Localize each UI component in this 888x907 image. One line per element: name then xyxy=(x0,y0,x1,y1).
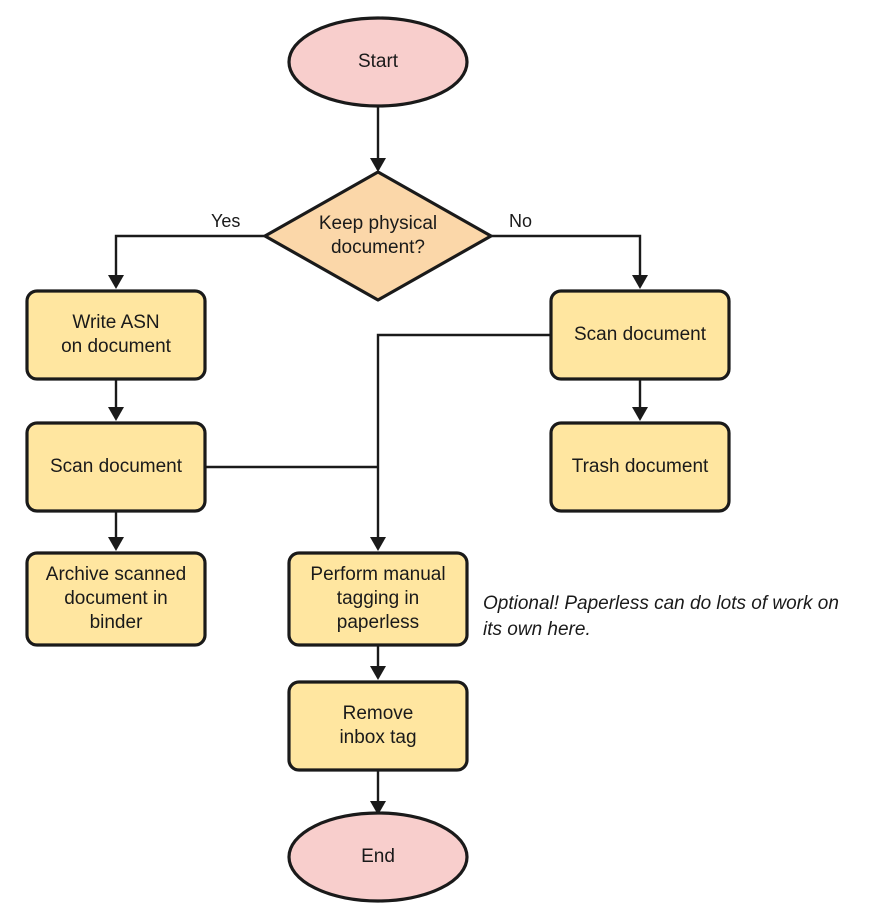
edge-write-asn-to-scan-left xyxy=(108,379,124,421)
annotation-line: its own here. xyxy=(483,619,591,640)
edge-label-yes: Yes xyxy=(211,211,240,231)
process-shape[interactable] xyxy=(549,289,731,381)
node-label: Start xyxy=(358,51,399,72)
node-write-asn[interactable]: Write ASN on document xyxy=(25,289,207,381)
terminator-shape[interactable] xyxy=(287,811,469,903)
node-label-line: End xyxy=(361,846,395,867)
edge-arrowhead xyxy=(370,158,386,172)
annotation-line: Optional! Paperless can do lots of work … xyxy=(483,593,839,614)
node-label: Remove inbox tag xyxy=(339,703,416,748)
node-label-line: Trash document xyxy=(572,456,709,477)
node-label: End xyxy=(361,846,395,867)
node-label: Scan document xyxy=(50,456,183,477)
edge-decision-yes-to-write-asn: Yes xyxy=(108,211,265,289)
edge-decision-no-to-scan-right: No xyxy=(491,211,648,289)
node-label-line: on document xyxy=(61,336,172,357)
node-decision[interactable]: Keep physical document? xyxy=(263,170,493,302)
edge-line xyxy=(114,234,265,285)
node-manual-tagging[interactable]: Perform manual tagging in paperless xyxy=(287,551,469,647)
node-label-line: document? xyxy=(331,237,425,258)
edge-arrowhead xyxy=(632,407,648,421)
node-label: Trash document xyxy=(572,456,709,477)
edge-line xyxy=(376,333,551,547)
node-label: Write ASN on document xyxy=(61,312,172,357)
node-label: Archive scanned document in binder xyxy=(46,564,186,633)
node-archive[interactable]: Archive scanned document in binder xyxy=(25,551,207,647)
process-shape[interactable] xyxy=(287,551,469,647)
process-shape[interactable] xyxy=(549,421,731,513)
terminator-shape[interactable] xyxy=(287,16,469,108)
edge-start-to-decision xyxy=(370,106,386,172)
decision-shape[interactable] xyxy=(263,170,493,302)
node-label-line: Scan document xyxy=(50,456,183,477)
edge-scan-right-to-trash xyxy=(632,379,648,421)
edge-remove-inbox-to-end xyxy=(370,770,386,815)
edges-layer: Yes No xyxy=(108,106,648,815)
edge-arrowhead xyxy=(108,275,124,289)
edge-scan-left-to-archive xyxy=(108,511,124,551)
edge-manual-tagging-to-remove-inbox xyxy=(370,645,386,680)
node-remove-inbox[interactable]: Remove inbox tag xyxy=(287,680,469,772)
process-shape[interactable] xyxy=(287,680,469,772)
node-label-line: Scan document xyxy=(574,324,707,345)
edge-scan-right-to-manual-tagging xyxy=(370,333,551,551)
node-scan-left[interactable]: Scan document xyxy=(25,421,207,513)
node-label-line: Write ASN xyxy=(72,312,159,333)
node-label-line: binder xyxy=(90,612,143,633)
node-label-line: Remove xyxy=(343,703,414,724)
edge-arrowhead xyxy=(370,666,386,680)
edge-label-no: No xyxy=(509,211,532,231)
process-shape[interactable] xyxy=(25,289,207,381)
node-start[interactable]: Start xyxy=(287,16,469,108)
node-label-line: document in xyxy=(64,588,168,609)
node-label-line: tagging in xyxy=(337,588,419,609)
edge-line xyxy=(491,234,642,285)
node-scan-right[interactable]: Scan document xyxy=(549,289,731,381)
node-label: Scan document xyxy=(574,324,707,345)
node-label-line: Perform manual xyxy=(310,564,445,585)
edge-arrowhead xyxy=(370,801,386,815)
node-label-line: paperless xyxy=(337,612,419,633)
annotation-text: Optional! Paperless can do lots of work … xyxy=(483,593,839,640)
process-shape[interactable] xyxy=(25,421,207,513)
edge-arrowhead xyxy=(370,537,386,551)
node-trash[interactable]: Trash document xyxy=(549,421,731,513)
process-shape[interactable] xyxy=(25,551,207,647)
node-label: Perform manual tagging in paperless xyxy=(310,564,445,633)
node-label: Keep physical document? xyxy=(319,213,437,258)
annotations-layer: Optional! Paperless can do lots of work … xyxy=(483,593,839,640)
edge-arrowhead xyxy=(108,407,124,421)
node-label-line: Keep physical xyxy=(319,213,437,234)
node-label-line: Start xyxy=(358,51,399,72)
node-label-line: inbox tag xyxy=(339,727,416,748)
node-label-line: Archive scanned xyxy=(46,564,186,585)
edge-arrowhead xyxy=(632,275,648,289)
node-end[interactable]: End xyxy=(287,811,469,903)
annotation-optional-note: Optional! Paperless can do lots of work … xyxy=(483,593,839,640)
edge-arrowhead xyxy=(108,537,124,551)
